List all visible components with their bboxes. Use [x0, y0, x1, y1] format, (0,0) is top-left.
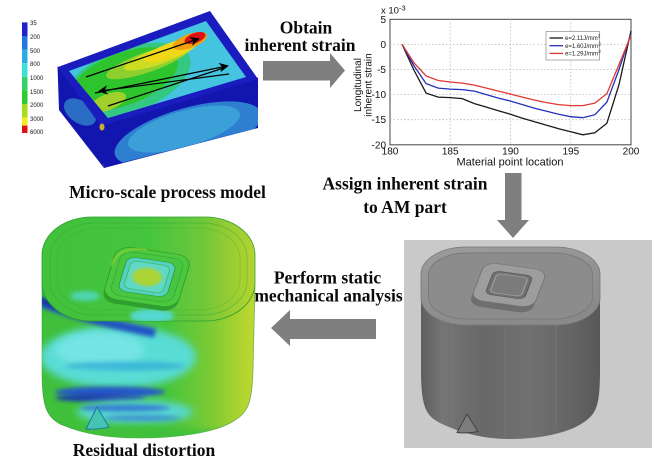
- svg-text:200: 200: [623, 147, 640, 158]
- svg-text:2000: 2000: [30, 103, 44, 109]
- svg-text:-5: -5: [377, 65, 386, 76]
- svg-text:Micro-scale process model: Micro-scale process model: [69, 182, 266, 202]
- svg-text:3000: 3000: [30, 117, 44, 123]
- svg-text:-10: -10: [372, 90, 387, 101]
- svg-text:inherent strain: inherent strain: [364, 53, 375, 116]
- svg-text:180: 180: [382, 147, 399, 158]
- svg-text:e=1.29J/mm2: e=1.29J/mm2: [565, 49, 601, 58]
- svg-text:6000: 6000: [30, 130, 44, 136]
- svg-text:-20: -20: [372, 140, 387, 151]
- svg-text:1500: 1500: [30, 90, 44, 96]
- svg-text:inherent strain: inherent strain: [245, 35, 356, 55]
- svg-text:185: 185: [442, 147, 459, 158]
- svg-text:500: 500: [30, 49, 41, 55]
- svg-text:200: 200: [30, 35, 41, 41]
- svg-text:e=2.11J/mm2: e=2.11J/mm2: [565, 34, 601, 43]
- svg-text:800: 800: [30, 62, 41, 68]
- svg-text:Residual distortion: Residual distortion: [73, 440, 216, 460]
- svg-text:-15: -15: [372, 115, 387, 126]
- svg-text:Perform static: Perform static: [274, 268, 382, 288]
- svg-text:Material point location: Material point location: [456, 157, 563, 169]
- svg-text:0: 0: [380, 40, 386, 51]
- svg-text:35: 35: [30, 21, 37, 27]
- svg-text:195: 195: [562, 147, 579, 158]
- svg-text:Obtain: Obtain: [280, 17, 333, 37]
- svg-text:mechanical analysis: mechanical analysis: [254, 286, 402, 306]
- svg-text:e=1.60J/mm2: e=1.60J/mm2: [565, 41, 601, 50]
- svg-text:Longitudinal: Longitudinal: [353, 58, 364, 112]
- svg-text:5: 5: [380, 15, 386, 26]
- svg-text:1000: 1000: [30, 76, 44, 82]
- svg-text:to AM part: to AM part: [363, 197, 447, 217]
- svg-text:190: 190: [502, 147, 519, 158]
- svg-text:Assign inherent strain: Assign inherent strain: [323, 174, 488, 194]
